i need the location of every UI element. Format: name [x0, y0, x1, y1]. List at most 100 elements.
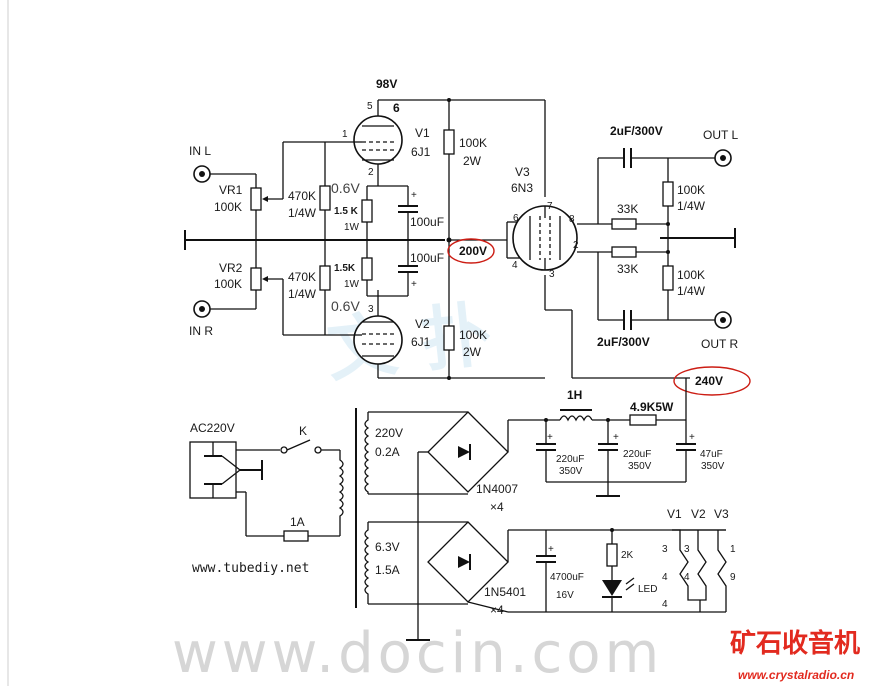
svg-text:220uF: 220uF	[556, 454, 584, 465]
svg-text:V2: V2	[691, 507, 706, 521]
label-98v: 98V	[376, 77, 397, 91]
v1-tube	[353, 115, 403, 165]
svg-text:220uF: 220uF	[623, 449, 651, 460]
svg-text:2: 2	[368, 167, 374, 178]
svg-text:6: 6	[393, 101, 400, 115]
svg-text:3: 3	[368, 304, 374, 315]
svg-text:100K: 100K	[214, 200, 242, 214]
svg-text:1.5 K: 1.5 K	[334, 206, 359, 217]
svg-text:1N4007: 1N4007	[476, 482, 518, 496]
in-r-label: IN R	[189, 324, 213, 338]
svg-text:5: 5	[367, 101, 373, 112]
svg-text:100uF: 100uF	[410, 215, 444, 229]
svg-text:1.5A: 1.5A	[375, 563, 400, 577]
svg-text:3: 3	[684, 544, 690, 555]
svg-text:100K: 100K	[677, 183, 705, 197]
background-watermark: 文 扑	[323, 293, 495, 392]
fuse-1a	[283, 530, 309, 542]
cathode-voltage-bot: 0.6V	[331, 298, 360, 314]
svg-text:V3: V3	[714, 507, 729, 521]
svg-text:100uF: 100uF	[410, 251, 444, 265]
svg-text:100K: 100K	[459, 328, 487, 342]
svg-text:4: 4	[662, 572, 668, 583]
svg-text:VR2: VR2	[219, 261, 243, 275]
r33k-1	[611, 218, 637, 230]
heater-v1	[672, 529, 700, 601]
svg-text:6N3: 6N3	[511, 181, 533, 195]
ac-label: AC220V	[190, 421, 235, 435]
svg-text:1H: 1H	[567, 388, 582, 402]
svg-text:1N5401: 1N5401	[484, 585, 526, 599]
svg-text:350V: 350V	[628, 461, 652, 472]
svg-text:3: 3	[662, 544, 668, 555]
cathode-voltage-top: 0.6V	[331, 180, 360, 196]
r470k-2	[319, 265, 331, 291]
v240-annotation-circle	[673, 366, 751, 396]
r15k-2	[361, 257, 373, 281]
svg-text:350V: 350V	[559, 466, 583, 477]
svg-text:100K: 100K	[459, 136, 487, 150]
v200-annotation-circle	[447, 238, 495, 264]
in-l-label: IN L	[189, 144, 211, 158]
svg-text:+: +	[548, 544, 554, 555]
svg-text:7: 7	[547, 201, 553, 212]
v3-label: V3	[515, 165, 530, 179]
out-r-label: OUT R	[701, 337, 738, 351]
r49k	[629, 414, 657, 426]
svg-text:3: 3	[549, 269, 555, 280]
svg-text:1.5K: 1.5K	[334, 263, 356, 274]
svg-text:6J1: 6J1	[411, 335, 431, 349]
svg-text:0.2A: 0.2A	[375, 445, 400, 459]
svg-text:1/4W: 1/4W	[288, 206, 317, 220]
choke-1h	[559, 415, 593, 422]
r100k-plate-top	[443, 129, 455, 155]
svg-text:2W: 2W	[463, 345, 482, 359]
svg-text:1/4W: 1/4W	[288, 287, 317, 301]
svg-text:6.3V: 6.3V	[375, 540, 400, 554]
svg-text:+: +	[689, 432, 695, 443]
svg-text:4700uF: 4700uF	[550, 572, 584, 583]
label-240v: 240V	[695, 374, 723, 388]
svg-text:K: K	[299, 424, 307, 438]
docin-watermark: www.docin.com	[172, 621, 663, 686]
v2-tube	[353, 315, 403, 365]
label-200v: 200V	[459, 244, 487, 258]
v1-label: V1	[415, 126, 430, 140]
svg-text:2: 2	[573, 240, 579, 251]
svg-text:2W: 2W	[463, 154, 482, 168]
svg-text:1A: 1A	[290, 515, 305, 529]
heater-v3	[717, 530, 727, 612]
out-l-label: OUT L	[703, 128, 738, 142]
svg-text:470K: 470K	[288, 270, 316, 284]
svg-text:6: 6	[513, 213, 519, 224]
vr2-potentiometer	[250, 267, 262, 291]
svg-text:1: 1	[730, 544, 736, 555]
vr1-potentiometer	[250, 187, 262, 211]
r33k-2	[611, 246, 637, 258]
svg-text:6J1: 6J1	[411, 145, 431, 159]
svg-text:1/4W: 1/4W	[677, 199, 706, 213]
svg-text:2K: 2K	[621, 550, 634, 561]
site-url: www.tubediy.net	[192, 561, 309, 576]
svg-text:LED: LED	[638, 584, 657, 595]
switch-k	[286, 439, 311, 451]
brand-url: www.crystalradio.cn	[738, 668, 854, 682]
svg-text:8: 8	[569, 214, 575, 225]
svg-text:1: 1	[342, 129, 348, 140]
svg-text:47uF: 47uF	[700, 449, 723, 460]
power-supply-section	[189, 378, 727, 641]
svg-text:+: +	[411, 190, 417, 201]
svg-text:4: 4	[662, 599, 668, 610]
svg-text:33K: 33K	[617, 262, 638, 276]
svg-text:33K: 33K	[617, 202, 638, 216]
svg-text:470K: 470K	[288, 189, 316, 203]
svg-text:4.9K5W: 4.9K5W	[630, 400, 674, 414]
svg-text:V1: V1	[667, 507, 682, 521]
svg-text:×4: ×4	[490, 603, 504, 617]
r100k-out-2	[662, 265, 674, 291]
v2-label: V2	[415, 317, 430, 331]
svg-text:+: +	[411, 279, 417, 290]
r2k	[606, 543, 618, 567]
svg-text:1W: 1W	[344, 279, 360, 290]
svg-text:2uF/300V: 2uF/300V	[610, 124, 663, 138]
